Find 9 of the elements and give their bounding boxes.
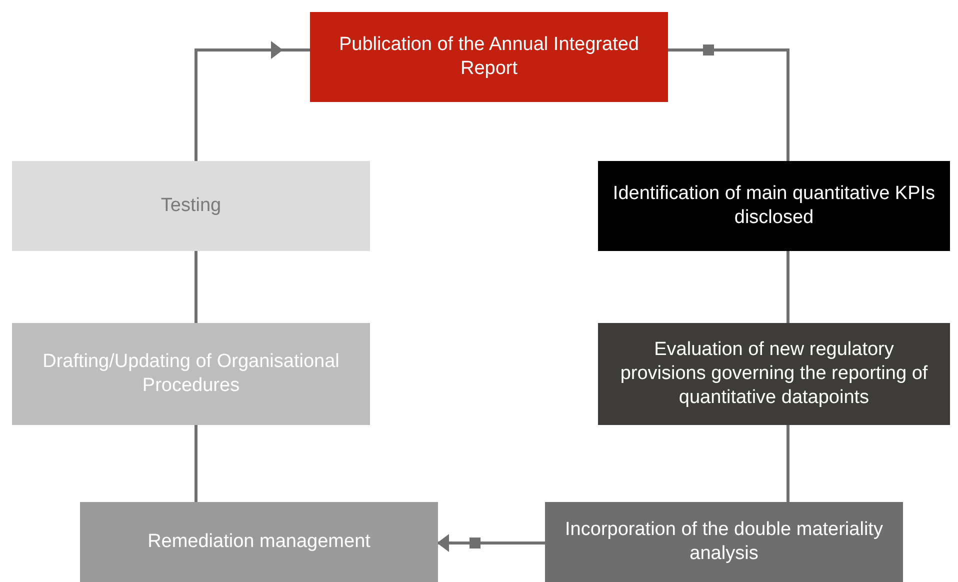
connector-arrow bbox=[438, 534, 545, 552]
process-box: Drafting/Updating of Organisational Procedures bbox=[12, 323, 370, 425]
process-box: Remediation management bbox=[80, 502, 438, 582]
process-box: Evaluation of new regulatory provisions governing the reporting of quantitative datapoints bbox=[598, 323, 950, 425]
process-box: Publication of the Annual Integrated Report bbox=[310, 12, 668, 102]
process-box: Identification of main quantitative KPIs disclosed bbox=[598, 161, 950, 251]
process-box: Testing bbox=[12, 161, 370, 251]
connector-arrow bbox=[194, 41, 310, 161]
process-box: Incorporation of the double materiality analysis bbox=[545, 502, 903, 582]
